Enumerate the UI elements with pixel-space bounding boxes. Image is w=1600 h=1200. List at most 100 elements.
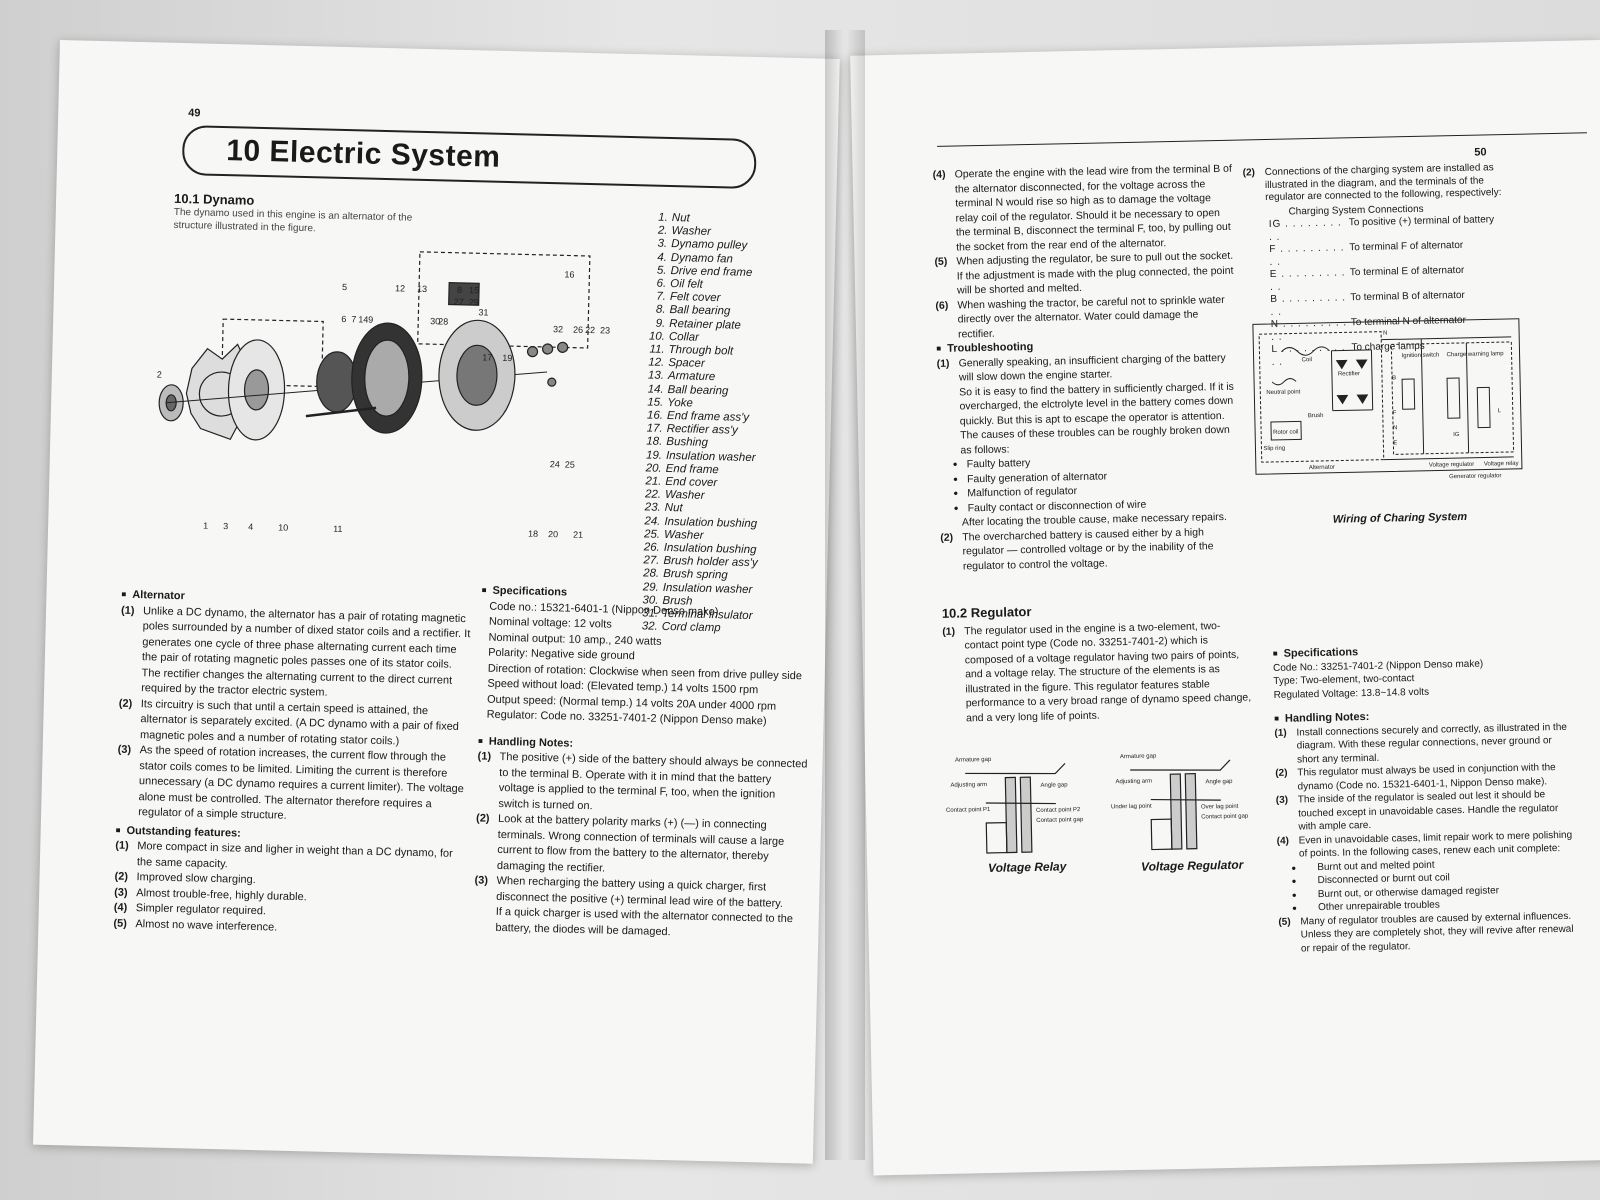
alternator-notes-continued: (4)Operate the engine with the lead wire… [933,162,1241,574]
reg-handling-item: (5)Many of regulator troubles are caused… [1278,910,1574,954]
wiring-label: Rotor coil [1273,429,1298,436]
alternator-item: (3)As the speed of rotation increases, t… [117,743,465,822]
wiring-caption: Wiring of Charing System [1332,510,1468,526]
callout-19: 19 [502,353,512,363]
left-page: 49 10 Electric System 10.1 Dynamo The dy… [33,40,840,1164]
callout-13: 13 [417,284,427,294]
regulator-fig-label: Under lag point [1111,804,1152,811]
callout-25: 25 [565,459,575,469]
callout-17: 17 [482,352,492,362]
note-item: (6)When washing the tractor, be careful … [935,293,1225,341]
regulator-fig-label: Contact point gap [1201,814,1249,821]
page-number: 49 [188,107,201,120]
reg-handling-item: (1)Install connections securely and corr… [1274,721,1568,766]
page-number: 50 [1474,146,1487,159]
connection-row: IG . . . . . . . . . .To positive (+) te… [1268,214,1495,243]
wiring-terminal: F [1393,410,1397,416]
wiring-label: Voltage relay [1484,461,1519,468]
callout-30: 30 [430,316,440,326]
wiring-label: Alternator [1309,465,1335,472]
wiring-label: Generator regulator [1449,473,1501,480]
callout-12: 12 [395,283,405,293]
wiring-label: Neutral point [1266,389,1300,396]
note-item: (5)When adjusting the regulator, be sure… [934,249,1234,297]
callout-15: 15 [469,285,479,295]
regulator-specs-section: Specifications Code No.: 33251-7401-2 (N… [1273,641,1579,956]
wiring-label: Charge warning lamp [1447,351,1505,358]
regulator-section: 10.2 Regulator (1)The regulator used in … [942,600,1254,725]
voltage-regulator-caption: Voltage Regulator [1140,857,1244,874]
relay-label: Contact point P1 [946,807,991,814]
callout-8: 8 [457,285,462,295]
alternator-item: (1)Unlike a DC dynamo, the alternator ha… [120,604,471,699]
regulator-fig-label: Over lag point [1201,804,1239,811]
callout-28: 28 [438,316,448,326]
wiring-terminal: IG [1453,432,1460,438]
callout-14: 14 [358,314,368,324]
regulator-fig-label: Armature gap [1120,753,1157,760]
callout-26: 26 [573,325,583,335]
handling-item: (2)Look at the battery polarity marks (+… [475,812,785,875]
callout-31: 31 [478,307,488,317]
regulator-fig-label: Angle gap [1205,779,1233,786]
wiring-terminal: N [1393,425,1397,431]
wiring-terminal: L [1498,408,1502,414]
callout-32: 32 [553,324,563,334]
callout-5: 5 [342,282,347,292]
callout-3: 3 [223,521,228,531]
right-page: 50 (4)Operate the engine with the lead w… [850,40,1600,1176]
callout-6: 6 [341,314,346,324]
regulator-item: (1)The regulator used in the engine is a… [942,619,1252,724]
trouble-more: So it is easy to find the battery in suf… [959,380,1234,427]
wiring-label: Voltage regulator [1429,462,1474,469]
callout-24: 24 [550,459,560,469]
callout-21: 21 [573,530,583,539]
callout-10: 10 [278,522,288,532]
wiring-label: Slip ring [1263,446,1285,452]
callout-22: 22 [585,325,595,335]
relay-label: Adjusting arm [950,782,987,789]
handling-item: (1)The positive (+) side of the battery … [477,750,808,812]
top-rule [937,132,1587,147]
alternator-exploded-diagram: 1 2 3 4 5 6 7 8 9 10 11 12 13 14 15 16 1… [157,251,610,539]
relay-label: Angle gap [1040,782,1068,789]
wiring-terminal: E [1393,440,1397,446]
alternator-section: Alternator (1)Unlike a DC dynamo, the al… [113,587,471,940]
callout-18: 18 [528,529,538,539]
specifications-section: Specifications Code no.: 15321-6401-1 (N… [473,582,812,943]
reg-handling-item: (3)The inside of the regulator is sealed… [1275,789,1559,833]
relay-label: Contact point gap [1036,817,1084,824]
wiring-terminal: B [1392,375,1396,381]
voltage-relay-caption: Voltage Relay [987,859,1067,875]
callout-23: 23 [600,325,610,335]
relay-label: Armature gap [955,757,992,764]
wiring-diagram: Coil Rectifier Neutral point Brush Rotor… [1252,318,1523,480]
callout-2: 2 [157,369,162,379]
connections-item: (2)Connections of the charging system ar… [1242,162,1502,204]
chapter-title-banner: 10 Electric System [181,125,757,190]
callout-16: 16 [564,269,574,279]
alternator-item: (2)Its circuitry is such that until a ce… [118,697,460,747]
wiring-label: Brush [1308,413,1324,419]
wiring-label: Coil [1302,357,1312,363]
wiring-label: Rectifier [1338,371,1360,377]
note-item: (4)Operate the engine with the lead wire… [932,162,1232,254]
callout-29: 29 [469,297,479,307]
voltage-regulator-figure: Armature gap Adjusting arm Angle gap Und… [1111,753,1249,851]
voltage-relay-figure: Armature gap Adjusting arm Angle gap Con… [946,757,1084,854]
wiring-label: Ignition switch [1402,352,1440,359]
regulator-fig-label: Adjusting arm [1115,779,1152,786]
callout-7: 7 [351,314,356,324]
wiring-terminal: N [1383,331,1387,337]
callout-4: 4 [248,522,253,532]
relay-label: Contact point P2 [1036,807,1081,814]
callout-11: 11 [333,524,343,534]
callout-27: 27 [454,297,464,307]
callout-1: 1 [203,521,208,531]
callout-20: 20 [548,529,558,539]
chapter-title: 10 Electric System [225,134,501,174]
trouble-item: (2)The overcharched battery is caused ei… [940,525,1214,572]
callout-9: 9 [368,315,373,325]
